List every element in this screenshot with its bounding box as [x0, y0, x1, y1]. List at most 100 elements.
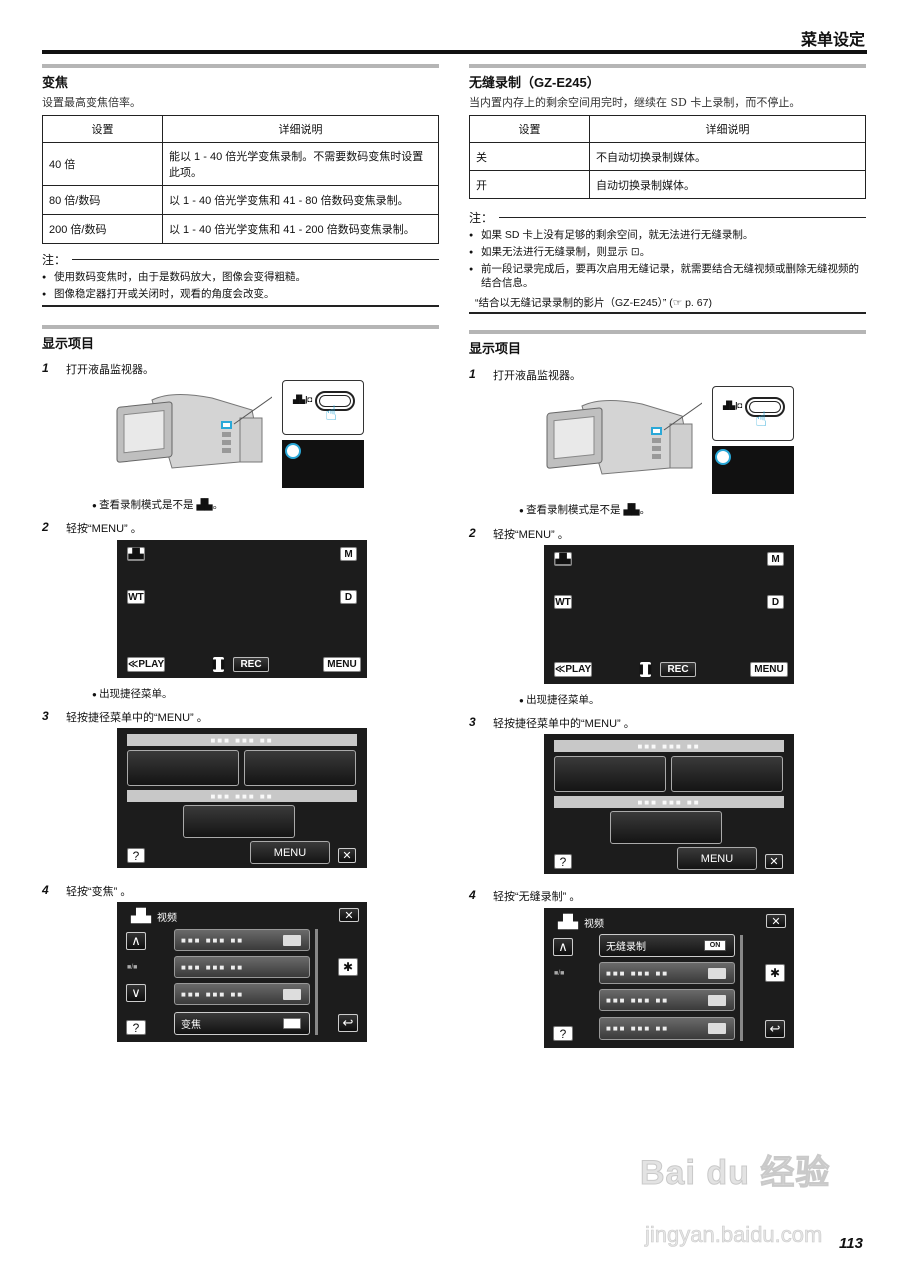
- baidu-watermark-url: jingyan.baidu.com: [645, 1222, 823, 1248]
- step-3: 3 轻按捷径菜单中的“MENU” 。: [469, 715, 635, 731]
- scrollbar[interactable]: [740, 935, 743, 1041]
- step-1: 1 打开液晶监视器。: [469, 367, 581, 383]
- table-row: 200 倍/数码 以 1 - 40 倍光学变焦和 41 - 200 倍数码变焦录…: [42, 214, 439, 244]
- play-button[interactable]: ≪PLAY: [554, 662, 592, 677]
- step-2: 2 轻按“MENU” 。: [469, 526, 569, 542]
- shortcut-button[interactable]: [127, 750, 239, 786]
- zoom-settings-table: 设置 详细说明 40 倍 能以 1 - 40 倍光学变焦录制。不需要数码变焦时设…: [42, 115, 439, 244]
- table-header: 详细说明: [162, 115, 439, 143]
- on-badge: ON: [704, 940, 726, 951]
- section-bar: [469, 330, 866, 334]
- step-3: 3 轻按捷径菜单中的“MENU” 。: [42, 709, 208, 725]
- page-header-title: 菜单设定: [800, 32, 865, 49]
- step-4: 4 轻按“无缝录制” 。: [469, 888, 580, 904]
- menu-button[interactable]: MENU: [250, 841, 330, 864]
- shortcut-button[interactable]: [183, 805, 295, 838]
- menu-header-title: 视频: [584, 919, 604, 930]
- help-button[interactable]: ?: [126, 1020, 146, 1035]
- mode-button[interactable]: [315, 391, 355, 411]
- note-list: 使用数码变焦时，由于是数码放大，图像会变得粗糙。 图像稳定器打开或关闭时，观看的…: [42, 270, 439, 304]
- scroll-up-button[interactable]: ∧: [126, 932, 146, 950]
- menu-button[interactable]: MENU: [750, 662, 788, 677]
- rec-button[interactable]: REC: [660, 662, 696, 677]
- note-heading: 注：: [42, 251, 439, 268]
- settings-gear-button[interactable]: ✱: [338, 958, 358, 976]
- menu-button[interactable]: MENU: [323, 657, 361, 672]
- page-indicator: ■/■: [127, 964, 138, 971]
- section-title-display: 显示项目: [469, 341, 522, 356]
- note-rule: [42, 305, 439, 307]
- step-1: 1 打开液晶监视器。: [42, 361, 154, 377]
- shortcut-button[interactable]: [244, 750, 356, 786]
- menu-item[interactable]: ■■■ ■■■ ■■: [599, 989, 735, 1011]
- note-item: 前一段记录完成后，要再次启用无缝记录，就需要结合无缝视频或删除无缝视频的结合信息…: [469, 262, 866, 290]
- menu-item-label: 变焦: [181, 1020, 201, 1031]
- m-button[interactable]: M: [767, 552, 784, 566]
- shortcut-button[interactable]: [554, 756, 666, 792]
- section-bar: [42, 325, 439, 329]
- lcd-record-screen: ▟▙ M WT D ≪PLAY ❚❚ REC MENU: [544, 545, 794, 684]
- mode-switch-icon: ▟▙|◘: [723, 401, 743, 410]
- mini-screen: [282, 440, 364, 488]
- wt-zoom-button[interactable]: WT: [554, 595, 572, 609]
- step-text: 轻按“变焦” 。: [66, 886, 132, 898]
- scrollbar[interactable]: [315, 929, 318, 1035]
- help-button[interactable]: ?: [554, 854, 572, 869]
- step-4: 4 轻按“变焦” 。: [42, 883, 131, 899]
- note-item: 图像稳定器打开或关闭时，观看的角度会改变。: [42, 287, 439, 302]
- lcd-record-screen: ▟▙ M WT D ≪PLAY ❚❚ REC MENU: [117, 540, 367, 678]
- scroll-up-button[interactable]: ∧: [553, 938, 573, 956]
- video-mode-button[interactable]: ▟▙: [554, 552, 572, 566]
- d-button[interactable]: D: [340, 590, 357, 604]
- menu-item[interactable]: ■■■ ■■■ ■■: [599, 1017, 735, 1040]
- settings-gear-button[interactable]: ✱: [765, 964, 785, 982]
- menu-item[interactable]: ■■■ ■■■ ■■: [174, 956, 310, 978]
- tap-hand-icon: ☝: [325, 403, 338, 425]
- rec-button[interactable]: REC: [233, 657, 269, 672]
- mini-screen: [712, 446, 794, 494]
- shortcut-button[interactable]: [610, 811, 722, 844]
- video-mode-icon: [285, 443, 301, 459]
- back-button[interactable]: ↩: [338, 1014, 358, 1032]
- wt-zoom-button[interactable]: WT: [127, 590, 145, 604]
- step-text: 轻按“MENU” 。: [66, 523, 142, 535]
- note-item: 如果 SD 卡上没有足够的剩余空间，就无法进行无缝录制。: [469, 228, 866, 243]
- menu-item[interactable]: ■■■ ■■■ ■■: [599, 962, 735, 984]
- scroll-down-button[interactable]: ∨: [126, 984, 146, 1002]
- table-header: 详细说明: [589, 115, 866, 143]
- page-number: 113: [839, 1235, 863, 1252]
- back-button[interactable]: ↩: [765, 1020, 785, 1038]
- help-button[interactable]: ?: [553, 1026, 573, 1041]
- pause-icon: ❚❚: [210, 657, 227, 672]
- section-title-display: 显示项目: [42, 336, 95, 351]
- bullet-check-mode: 查看录制模式是不是 ▟▙。: [519, 502, 650, 517]
- pause-icon: ❚❚: [637, 662, 654, 677]
- table-cell: 关: [469, 142, 590, 171]
- shortcut-section-header: ■■■ ■■■ ■■: [127, 790, 357, 802]
- menu-button[interactable]: MENU: [677, 847, 757, 870]
- close-button[interactable]: ✕: [766, 914, 786, 928]
- play-button[interactable]: ≪PLAY: [127, 657, 165, 672]
- page-indicator: ■/■: [554, 970, 565, 977]
- help-button[interactable]: ?: [127, 848, 145, 863]
- section-desc: 当内置内存上的剩余空间用完时，继续在 SD 卡上录制，而不停止。: [469, 96, 801, 109]
- table-cell: 40 倍: [42, 142, 163, 186]
- video-mode-button[interactable]: ▟▙: [127, 547, 145, 561]
- video-mode-icon: [715, 449, 731, 465]
- d-button[interactable]: D: [767, 595, 784, 609]
- menu-item[interactable]: ■■■ ■■■ ■■: [174, 983, 310, 1005]
- close-button[interactable]: ✕: [765, 854, 783, 869]
- mode-button[interactable]: [745, 397, 785, 417]
- m-button[interactable]: M: [340, 547, 357, 561]
- shortcut-button[interactable]: [671, 756, 783, 792]
- section-bar: [42, 64, 439, 68]
- menu-item[interactable]: ■■■ ■■■ ■■: [174, 929, 310, 951]
- close-button[interactable]: ✕: [339, 908, 359, 922]
- video-camera-icon: ▟▙: [558, 914, 578, 929]
- close-button[interactable]: ✕: [338, 848, 356, 863]
- step-2: 2 轻按“MENU” 。: [42, 520, 142, 536]
- menu-item-zoom[interactable]: 变焦: [174, 1012, 310, 1035]
- note-reference-link[interactable]: “结合以无缝记录录制的影片（GZ-E245）” (☞ p. 67): [475, 297, 712, 309]
- tap-hand-icon: ☝: [755, 409, 768, 431]
